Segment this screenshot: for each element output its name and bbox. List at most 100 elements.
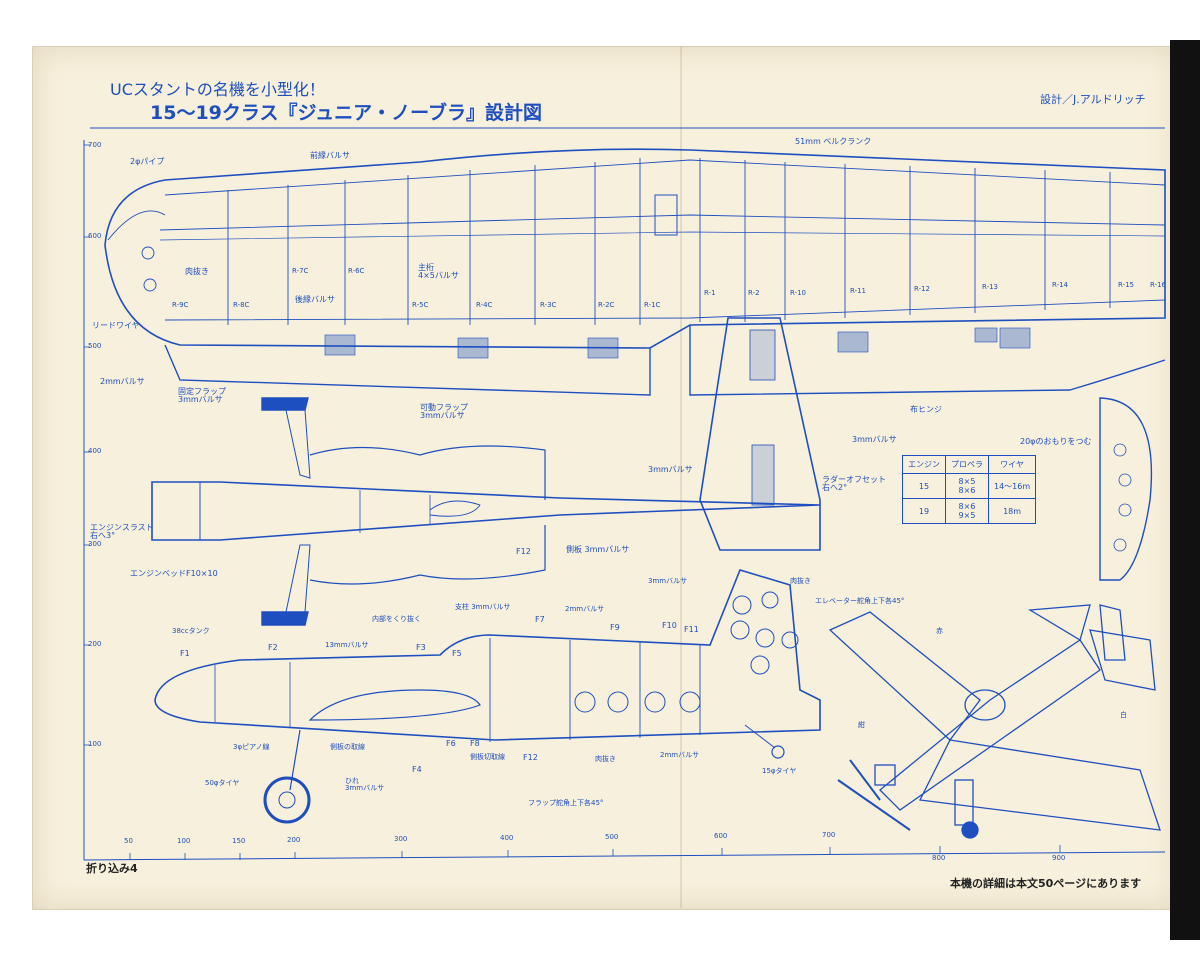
label-flap-angle: フラップ舵角上下各45°: [528, 799, 604, 807]
isometric-view: [828, 604, 1161, 839]
label-hollow: 肉抜き: [185, 267, 209, 276]
label-side-mount: 側板の取線: [330, 743, 365, 751]
label-piano-wire: 3φピアノ線: [233, 743, 270, 751]
label-f2: F2: [268, 643, 278, 652]
table-row: 15 8×5 8×6 14～16m: [902, 473, 1037, 499]
label-f4: F4: [412, 765, 422, 774]
rib-label: R-16: [1150, 281, 1167, 289]
label-13mm: 13mmバルサ: [325, 641, 369, 649]
ruler-x-900: 900: [1052, 854, 1066, 862]
ruler-y-400: 400: [88, 447, 102, 455]
label-pipe: 2φパイプ: [130, 157, 165, 166]
engine-spec-table: エンジン プロペラ ワイヤ 15 8×5 8×6 14～16m 19 8×6 9…: [902, 455, 1037, 524]
rib-label: R-2C: [598, 301, 615, 309]
rib-label: R-4C: [476, 301, 493, 309]
rib-label: R-3C: [540, 301, 557, 309]
rib-label: R-8C: [233, 301, 250, 309]
label-fillet: ひれ 3mmバルサ: [345, 777, 385, 792]
cell-engine: 15: [902, 473, 946, 499]
rib-label: R-1C: [644, 301, 661, 309]
header-wire: ワイヤ: [987, 455, 1037, 474]
rib-label: R-10: [790, 289, 807, 297]
center-fold: [680, 46, 682, 908]
ruler-x-50: 50: [124, 837, 133, 845]
wing-tip-view: [1099, 397, 1153, 581]
main-tire: [263, 776, 311, 824]
label-f8: F8: [470, 739, 480, 748]
ruler-x-300: 300: [394, 835, 408, 843]
ruler-y-600: 600: [88, 232, 102, 240]
header-prop: プロペラ: [945, 455, 989, 474]
ruler-x-500: 500: [605, 833, 619, 841]
label-engine-thrust: エンジンスラスト 右へ3°: [90, 523, 154, 540]
book-binding: [1170, 40, 1200, 940]
fuselage-side-view: [154, 569, 821, 824]
label-lead-wire: リードワイヤ: [92, 321, 140, 330]
ruler-y-200: 200: [88, 640, 102, 648]
rib-label: R-13: [982, 283, 999, 291]
label-post: 支柱 3mmバルサ: [455, 603, 511, 611]
vertical-fin: [699, 317, 821, 551]
cell-wire: 18m: [987, 498, 1037, 524]
ruler-y-700: 700: [88, 141, 102, 149]
label-fixed-flap: 固定フラップ 3mmバルサ: [178, 387, 226, 404]
ruler-x-800: 800: [932, 854, 946, 862]
designer-credit: 設計／J.アルドリッチ: [1040, 93, 1146, 106]
label-engine-mount: エンジンベッドF10×10: [130, 569, 218, 578]
label-trailing-edge: 後縁バルサ: [295, 295, 335, 304]
label-side-cut: 側板切取線: [470, 753, 505, 761]
label-3mm-balsa: 3mmバルサ: [852, 435, 897, 444]
fuselage-top-view: [151, 397, 821, 626]
rib-label: R-9C: [172, 301, 189, 309]
label-elevator: エレベーター舵角上下各45°: [815, 597, 905, 605]
cell-wire: 14～16m: [987, 473, 1037, 499]
rib-label: R-7C: [292, 267, 309, 275]
ruler-x-600: 600: [714, 832, 728, 840]
label-bellcrank: 51mm ベルクランク: [795, 137, 872, 146]
ruler-x-200: 200: [287, 836, 301, 844]
label-movable-flap: 可動フラップ 3mmバルサ: [420, 403, 468, 420]
label-f9: F9: [610, 623, 620, 632]
label-side-panel: 側板 3mmバルサ: [566, 545, 630, 554]
wing-plan: [104, 148, 1166, 396]
label-leading-edge: 前縁バルサ: [310, 151, 350, 160]
label-f11: F11: [684, 625, 699, 634]
label-2mm: 2mmバルサ: [565, 605, 605, 613]
page-title: 15～19クラス『ジュニア・ノーブラ』設計図: [150, 102, 543, 124]
label-white: 白: [1120, 711, 1127, 719]
rib-label: R-1: [704, 289, 716, 297]
cell-prop: 8×5 8×6: [945, 473, 989, 499]
cell-engine: 19: [902, 498, 946, 524]
label-cloth-hinge: 布ヒンジ: [910, 405, 942, 414]
left-ruler-ticks: [84, 144, 90, 746]
label-tire50: 50φタイヤ: [205, 779, 240, 787]
rib-label: R-5C: [412, 301, 429, 309]
label-tank: 38ccタンク: [172, 627, 210, 635]
label-tire15: 15φタイヤ: [762, 767, 797, 775]
rib-label: R-12: [914, 285, 931, 293]
label-hollow-side: 肉抜き: [595, 755, 616, 763]
label-weight: 20φのおもりをつむ: [1020, 437, 1092, 446]
bottom-ruler-ticks: [129, 845, 1061, 860]
table-header-row: エンジン プロペラ ワイヤ: [902, 455, 1037, 474]
ruler-x-400: 400: [500, 834, 514, 842]
label-f12-top: F12: [516, 547, 531, 556]
wing-ribs: [227, 158, 1111, 325]
ruler-x-150: 150: [232, 837, 246, 845]
label-f5: F5: [452, 649, 462, 658]
ruler-y-300: 300: [88, 540, 102, 548]
rib-label: R-11: [850, 287, 867, 295]
label-hollow-tail: 肉抜き: [790, 577, 811, 585]
ruler-y-100: 100: [88, 740, 102, 748]
subtitle: UCスタントの名機を小型化！: [110, 80, 325, 99]
label-f10: F10: [662, 621, 677, 630]
label-f1: F1: [180, 649, 190, 658]
label-f3: F3: [416, 643, 426, 652]
ruler-x-100: 100: [177, 837, 191, 845]
label-2mm-side: 2mmバルサ: [660, 751, 700, 759]
label-f12-side: F12: [523, 753, 538, 762]
label-navy: 紺: [858, 721, 865, 729]
detail-note: 本機の詳細は本文50ページにあります: [950, 877, 1142, 890]
label-cutout: 内部をくり抜く: [372, 615, 421, 623]
